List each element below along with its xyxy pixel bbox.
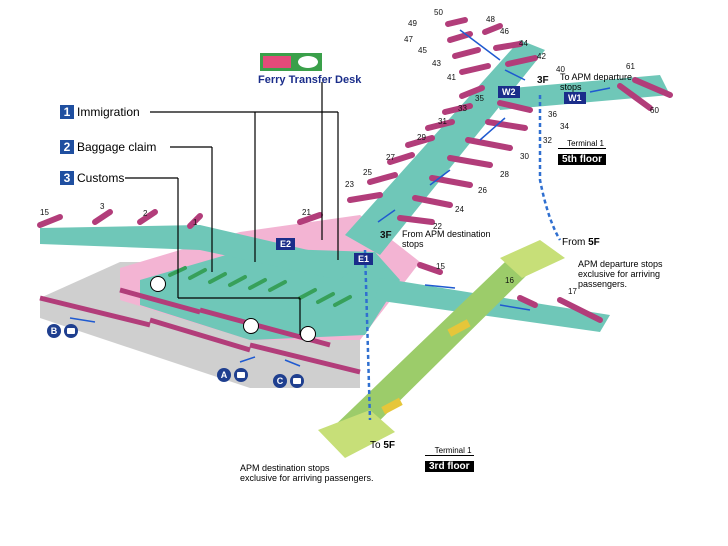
floor-5th: 5th floor	[558, 154, 606, 165]
terminal-1-upper: Terminal 1	[558, 139, 606, 149]
gate-47: 47	[404, 35, 413, 44]
transport-c-icon: C	[273, 374, 287, 388]
ferry-transfer-desk-label: Ferry Transfer Desk	[258, 74, 362, 86]
floor-3rd: 3rd floor	[425, 461, 474, 472]
zone-tag-e1: E1	[354, 253, 374, 265]
apm-destination-stops-line2: exclusive for arriving passengers.	[240, 473, 374, 483]
apm-dep-platform	[500, 240, 565, 278]
gate-27: 27	[386, 153, 395, 162]
gate-61: 61	[626, 62, 635, 71]
transport-b-icon: B	[47, 324, 61, 338]
gate-35: 35	[475, 94, 484, 103]
gate-15: 15	[436, 262, 445, 271]
gate-30: 30	[520, 152, 529, 161]
terminal-label-5th-floor: Terminal 1 5th floor	[558, 139, 606, 167]
gate-33: 33	[458, 104, 467, 113]
bus-icon-a	[234, 368, 248, 382]
gate-34: 34	[560, 122, 569, 131]
gate-24: 24	[455, 205, 464, 214]
legend-customs: 3 Customs	[60, 171, 124, 185]
gate-32: 32	[543, 136, 552, 145]
apm-departure-stops-line1: APM departure stops	[578, 259, 663, 269]
apm-train-2	[381, 397, 403, 415]
legend-num-1: 1	[60, 105, 74, 119]
gate-60: 60	[650, 106, 659, 115]
apm-train-1	[447, 319, 471, 337]
legend-baggage: 2 Baggage claim	[60, 140, 156, 154]
immigration-facility-icon	[150, 276, 166, 292]
legend-immigration: 1 Immigration	[60, 105, 140, 119]
from-apm-destination-line2: stops	[402, 239, 424, 249]
floor-marker-3f-right: 3F	[537, 75, 549, 86]
gate-17: 17	[568, 287, 577, 296]
gate-4: 15	[40, 208, 49, 217]
gate-31: 31	[438, 117, 447, 126]
gate-28: 28	[500, 170, 509, 179]
baggage-facility-icon	[243, 318, 259, 334]
ferry-logo-badge	[298, 56, 318, 68]
apm-destination-stops-line1: APM destination stops	[240, 463, 330, 473]
car-icon-c	[290, 374, 304, 388]
zone-tag-w1: W1	[564, 92, 586, 104]
terminal-label-3rd-floor: Terminal 1 3rd floor	[425, 446, 474, 474]
gate-2: 2	[143, 209, 148, 218]
apm-departure-stops-line3: passengers.	[578, 279, 628, 289]
legend-label-customs: Customs	[77, 171, 125, 185]
gate-50: 50	[434, 8, 443, 17]
gate-36: 36	[548, 110, 557, 119]
gate-1: 1	[193, 218, 198, 227]
transport-a-icon: A	[217, 368, 231, 382]
gate-23: 23	[345, 180, 354, 189]
gate-29: 29	[417, 133, 426, 142]
to-5f-label: To 5F	[370, 440, 395, 451]
from-5f-label: From 5F	[562, 237, 600, 248]
terminal-1-lower: Terminal 1	[425, 446, 474, 456]
ferry-logo-mark	[263, 56, 291, 68]
gate-arms	[37, 17, 673, 323]
from-5f-value: 5F	[588, 237, 600, 248]
gate-43: 43	[432, 59, 441, 68]
customs-facility-icon	[300, 326, 316, 342]
gate-16: 16	[505, 276, 514, 285]
gate-3: 3	[100, 202, 105, 211]
to-5f-value: 5F	[383, 440, 396, 451]
zone-tag-e2: E2	[276, 238, 296, 250]
apm-departure-stops-line2: exclusive for arriving	[578, 269, 661, 279]
legend-leaders	[125, 82, 339, 335]
from-apm-destination-line1: From APM destination	[402, 229, 491, 239]
zone-tag-w2: W2	[498, 86, 520, 98]
apm-dest-platform	[318, 410, 395, 458]
floor-marker-3f-left: 3F	[380, 230, 392, 241]
legend-label-baggage: Baggage claim	[77, 140, 157, 154]
bus-icon-b	[64, 324, 78, 338]
gate-26: 26	[478, 186, 487, 195]
to-apm-departure-line1: To APM departure	[560, 72, 633, 82]
gate-44: 44	[519, 39, 528, 48]
gate-22: 22	[433, 222, 442, 231]
gate-45: 45	[418, 46, 427, 55]
gate-42: 42	[537, 52, 546, 61]
gate-48: 48	[486, 15, 495, 24]
apm-dashed-routes	[363, 95, 562, 421]
to-5f-prefix: To	[370, 440, 381, 451]
legend-num-3: 3	[60, 171, 74, 185]
gate-46: 46	[500, 27, 509, 36]
to-apm-departure-line2: stops	[560, 82, 582, 92]
legend-label-immigration: Immigration	[77, 105, 140, 119]
gate-49: 49	[408, 19, 417, 28]
gate-40: 40	[556, 65, 565, 74]
main-concourse	[345, 40, 545, 255]
apm-track	[330, 262, 530, 440]
gate-25: 25	[363, 168, 372, 177]
west-pier	[40, 225, 360, 280]
from-5f-prefix: From	[562, 237, 586, 248]
legend-num-2: 2	[60, 140, 74, 154]
flow-arrows	[69, 29, 611, 367]
gate-21: 21	[302, 208, 311, 217]
gate-41: 41	[447, 73, 456, 82]
